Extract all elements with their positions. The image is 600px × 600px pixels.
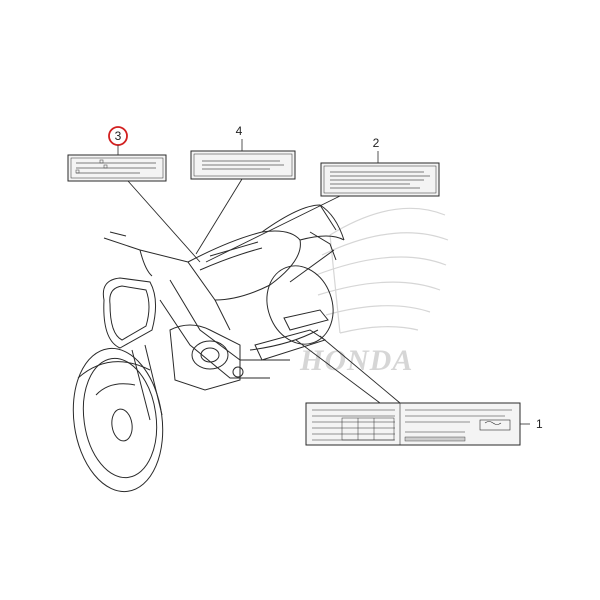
label-4-sticker[interactable]	[190, 150, 296, 180]
label-2-sticker[interactable]	[320, 162, 440, 197]
leader-lines	[127, 178, 401, 404]
callout-2: 2	[373, 136, 380, 150]
label-1-sticker[interactable]	[305, 402, 521, 446]
motorcycle-illustration	[72, 204, 345, 493]
callout-4: 4	[236, 124, 243, 138]
callout-3: 3	[115, 129, 122, 143]
callout-1: 1	[536, 417, 543, 431]
watermark-text: HONDA	[299, 344, 413, 377]
honda-wing-watermark	[315, 207, 449, 334]
label-3-sticker[interactable]	[67, 154, 167, 182]
